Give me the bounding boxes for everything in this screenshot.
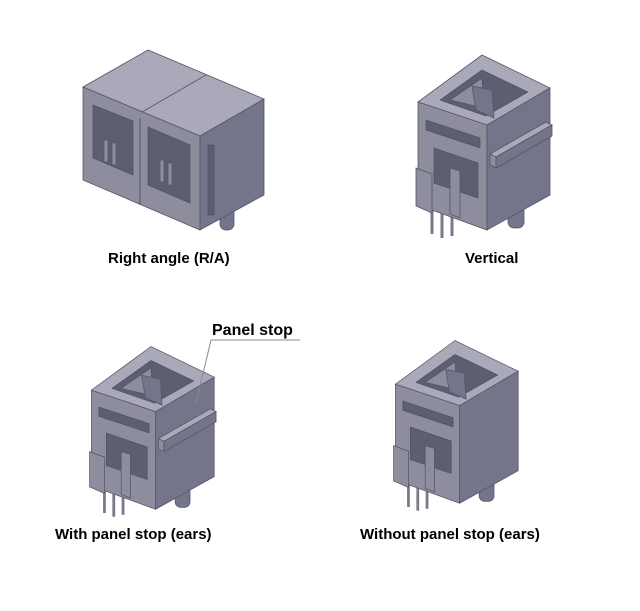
with-panel-stop-connector-image	[88, 345, 217, 519]
panel-stop-callout-label: Panel stop	[212, 322, 293, 339]
panel-stop-pointer-line	[195, 339, 212, 404]
caption-right-angle: Right angle (R/A)	[108, 250, 230, 267]
caption-without-panel-stop: Without panel stop (ears)	[360, 526, 540, 543]
right-angle-connector-image	[82, 49, 265, 231]
without-panel-stop-connector-image	[392, 339, 520, 513]
caption-vertical: Vertical	[465, 250, 519, 267]
caption-with-panel-stop: With panel stop (ears)	[55, 526, 212, 543]
vertical-connector-image	[414, 53, 553, 240]
